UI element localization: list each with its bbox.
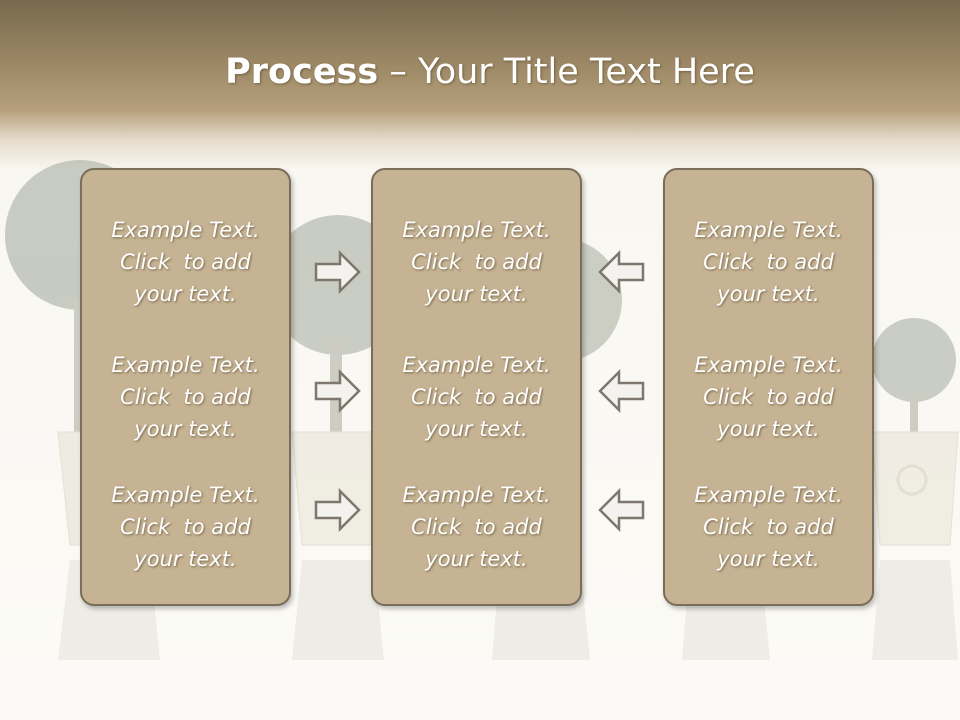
text-line: your text. xyxy=(717,547,820,571)
text-line: Click to add xyxy=(120,515,251,539)
text-line: your text. xyxy=(717,417,820,441)
text-line: Example Text. xyxy=(111,353,260,377)
right-arrow-icon[interactable] xyxy=(314,250,362,294)
text-line: your text. xyxy=(425,547,528,571)
text-line: Click to add xyxy=(411,385,542,409)
text-line: Click to add xyxy=(120,250,251,274)
text-line: Example Text. xyxy=(694,483,843,507)
text-line: your text. xyxy=(425,282,528,306)
text-line: Example Text. xyxy=(694,353,843,377)
text-line: your text. xyxy=(425,417,528,441)
text-line: Click to add xyxy=(411,250,542,274)
center-text-panel[interactable]: Example Text. Click to add your text. Ex… xyxy=(371,168,582,606)
title-bold-text: Process xyxy=(225,52,379,92)
text-line: your text. xyxy=(134,417,237,441)
text-line: Example Text. xyxy=(111,218,260,242)
text-placeholder[interactable]: Example Text. Click to add your text. xyxy=(373,349,580,445)
left-arrow-icon[interactable] xyxy=(597,250,645,294)
text-line: Example Text. xyxy=(402,353,551,377)
right-text-panel[interactable]: Example Text. Click to add your text. Ex… xyxy=(663,168,874,606)
text-line: Click to add xyxy=(703,250,834,274)
text-line: your text. xyxy=(134,282,237,306)
text-line: Example Text. xyxy=(694,218,843,242)
text-line: Click to add xyxy=(411,515,542,539)
text-placeholder[interactable]: Example Text. Click to add your text. xyxy=(665,214,872,310)
right-arrow-icon[interactable] xyxy=(314,369,362,413)
left-arrow-icon[interactable] xyxy=(597,369,645,413)
text-line: your text. xyxy=(717,282,820,306)
text-line: Example Text. xyxy=(402,483,551,507)
slide-title[interactable]: Process – Your Title Text Here xyxy=(0,52,960,92)
text-line: your text. xyxy=(134,547,237,571)
title-rest-text: – Your Title Text Here xyxy=(378,52,755,92)
right-arrow-icon[interactable] xyxy=(314,488,362,532)
text-placeholder[interactable]: Example Text. Click to add your text. xyxy=(665,349,872,445)
left-arrow-icon[interactable] xyxy=(597,488,645,532)
text-placeholder[interactable]: Example Text. Click to add your text. xyxy=(82,479,289,575)
text-line: Click to add xyxy=(120,385,251,409)
text-placeholder[interactable]: Example Text. Click to add your text. xyxy=(373,479,580,575)
text-placeholder[interactable]: Example Text. Click to add your text. xyxy=(373,214,580,310)
left-text-panel[interactable]: Example Text. Click to add your text. Ex… xyxy=(80,168,291,606)
text-placeholder[interactable]: Example Text. Click to add your text. xyxy=(82,214,289,310)
text-line: Example Text. xyxy=(402,218,551,242)
text-placeholder[interactable]: Example Text. Click to add your text. xyxy=(665,479,872,575)
text-placeholder[interactable]: Example Text. Click to add your text. xyxy=(82,349,289,445)
text-line: Example Text. xyxy=(111,483,260,507)
text-line: Click to add xyxy=(703,385,834,409)
text-line: Click to add xyxy=(703,515,834,539)
